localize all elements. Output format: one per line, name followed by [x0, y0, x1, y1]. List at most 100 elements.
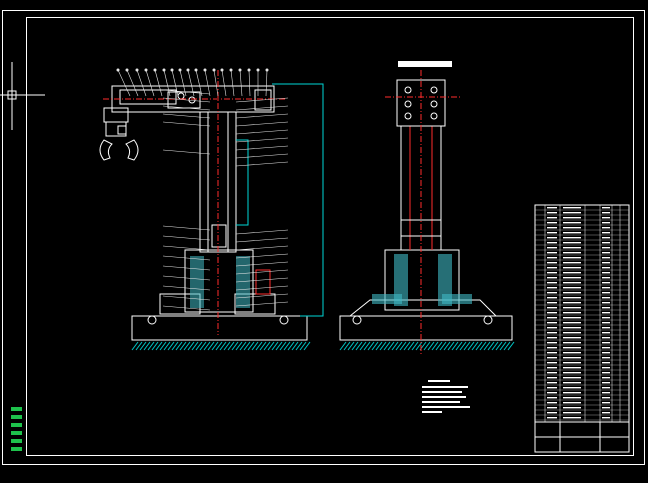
hatch-line: [227, 341, 235, 351]
parts-list-cell: [547, 392, 557, 394]
parts-list-cell: [602, 217, 610, 219]
parts-list-cell: [602, 392, 610, 394]
hatch-line: [239, 341, 247, 351]
hatch-line: [299, 341, 307, 351]
parts-list-cell: [602, 357, 610, 359]
hatch-line: [163, 341, 171, 351]
hatch-line: [291, 341, 299, 351]
leader-line: [235, 121, 289, 127]
side-base-slab: [339, 315, 513, 341]
hatch-line: [243, 341, 251, 351]
parts-list-cell: [547, 417, 557, 419]
parts-list-cell: [547, 402, 557, 404]
parts-list-cell: [563, 347, 581, 349]
parts-list-cell: [563, 312, 581, 314]
parts-list-cell: [563, 287, 581, 289]
leader-balloon: [194, 68, 198, 72]
leader-line: [204, 69, 211, 97]
parts-list-cell: [547, 397, 557, 399]
leader-balloon: [153, 68, 157, 72]
parts-list-cell: [547, 222, 557, 224]
parts-list-cell: [563, 297, 581, 299]
hatch-line: [391, 341, 399, 351]
hatch-line: [215, 341, 223, 351]
parts-list-cell: [547, 302, 557, 304]
hatch-line: [147, 341, 155, 351]
leader-line: [136, 69, 147, 97]
hatch-line: [347, 341, 355, 351]
parts-list-cell: [602, 237, 610, 239]
parts-list-cell: [563, 252, 581, 254]
parts-list-cell: [602, 222, 610, 224]
hatch-line: [447, 341, 455, 351]
leader-line: [162, 285, 211, 291]
parts-list-cell: [547, 247, 557, 249]
parts-list-cell: [547, 292, 557, 294]
frame-marker-icon: [11, 407, 22, 451]
hatch-line: [231, 341, 239, 351]
leader-balloon: [256, 68, 260, 72]
hatch-line: [203, 341, 211, 351]
parts-list-cell: [547, 227, 557, 229]
parts-list-cell: [547, 407, 557, 409]
leader-balloon: [162, 68, 166, 72]
parts-list-cell: [602, 417, 610, 419]
parts-list-cell: [547, 367, 557, 369]
parts-list-cell: [602, 312, 610, 314]
parts-list-cell: [602, 282, 610, 284]
parts-list-cell: [602, 347, 610, 349]
parts-list-cell: [563, 392, 581, 394]
parts-list-cell: [602, 307, 610, 309]
parts-list-cell: [547, 342, 557, 344]
hatch-line: [451, 341, 459, 351]
hatch-line: [371, 341, 379, 351]
parts-list-cell: [602, 302, 610, 304]
hatch-line: [415, 341, 423, 351]
parts-list-cell: [547, 242, 557, 244]
hatch-line: [223, 341, 231, 351]
hatch-line: [355, 341, 363, 351]
parts-list-cell: [602, 252, 610, 254]
parts-list-cell: [602, 242, 610, 244]
parts-list-cell: [602, 397, 610, 399]
leader-line: [235, 97, 289, 103]
hatch-line: [395, 341, 403, 351]
hatch-line: [487, 341, 495, 351]
leader-balloon: [265, 68, 269, 72]
parts-list-cell: [547, 357, 557, 359]
leader-line: [235, 113, 289, 119]
hatch-line: [379, 341, 387, 351]
front-leaders: [116, 68, 289, 311]
leader-line: [162, 265, 211, 271]
hatch-line: [423, 341, 431, 351]
parts-list-cell: [547, 277, 557, 279]
title-block: [534, 421, 630, 453]
parts-list-cell: [563, 387, 581, 389]
leader-line: [195, 69, 203, 97]
hatch-line: [187, 341, 195, 351]
hatch-line: [443, 341, 451, 351]
hatch-line: [431, 341, 439, 351]
hatch-line: [151, 341, 159, 351]
leader-balloon: [186, 68, 190, 72]
hatch-line: [491, 341, 499, 351]
leader-line: [239, 69, 243, 97]
hatch-line: [283, 341, 291, 351]
leader-line: [162, 113, 211, 119]
parts-list-cell: [563, 352, 581, 354]
leader-line: [235, 253, 289, 259]
parts-list-cell: [547, 362, 557, 364]
parts-list-cell: [563, 372, 581, 374]
parts-list-cell: [602, 232, 610, 234]
parts-list-cell: [602, 382, 610, 384]
hatch-line: [367, 341, 375, 351]
parts-list-cell: [602, 267, 610, 269]
hatch-line: [499, 341, 507, 351]
parts-list-cell: [563, 342, 581, 344]
parts-list-cell: [602, 412, 610, 414]
parts-list-cell: [602, 212, 610, 214]
leader-line: [235, 161, 289, 167]
note-bar: [422, 396, 466, 398]
hatch-line: [507, 341, 515, 351]
